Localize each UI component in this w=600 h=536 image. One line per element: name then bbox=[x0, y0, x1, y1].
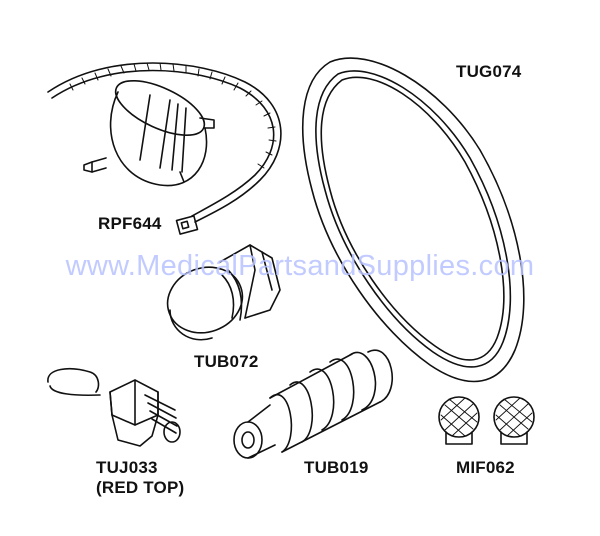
label-mif062: MIF062 bbox=[456, 458, 515, 477]
tuj033-connector bbox=[47, 368, 181, 447]
label-tug074: TUG074 bbox=[456, 62, 522, 81]
label-rpf644: RPF644 bbox=[98, 214, 162, 233]
tub019-bellows bbox=[233, 349, 393, 459]
label-tub072: TUB072 bbox=[194, 352, 259, 371]
tub072-fitting bbox=[166, 244, 281, 341]
label-tuj033: TUJ033 bbox=[96, 458, 158, 477]
watermark-text: www.MedicalPartsandSupplies.com bbox=[65, 250, 535, 282]
label-tub019: TUB019 bbox=[304, 458, 369, 477]
label-tuj033-note: (RED TOP) bbox=[96, 478, 185, 497]
label-tuj033-group: TUJ033 (RED TOP) bbox=[96, 458, 184, 498]
rpf644-filter bbox=[83, 79, 215, 187]
mif062-screens bbox=[438, 396, 535, 445]
rpf644-cable-tie bbox=[47, 62, 282, 235]
tug074-gasket-ring bbox=[301, 57, 525, 383]
